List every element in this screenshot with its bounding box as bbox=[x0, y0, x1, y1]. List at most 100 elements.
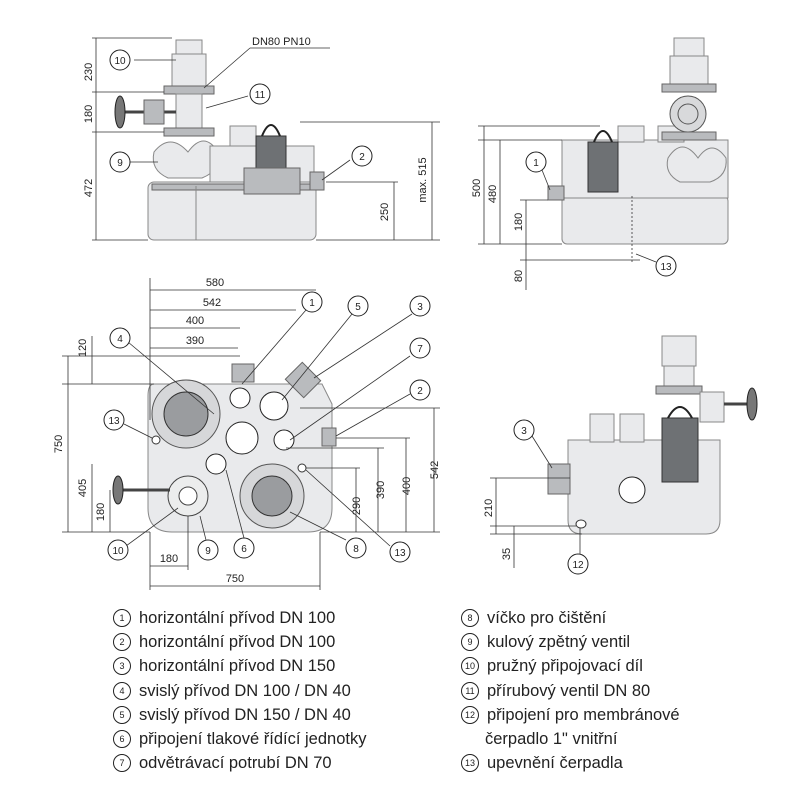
callout-13-plan bbox=[389, 541, 411, 563]
callout-12 bbox=[567, 553, 589, 575]
legend-item: 13 upevnění čerpadla bbox=[461, 751, 680, 775]
legend-text: připojení tlakové řídící jednotky bbox=[139, 729, 367, 748]
inlet-3-side2 bbox=[547, 463, 571, 495]
legend-item: 3 horizontální přívod DN 150 bbox=[113, 654, 366, 678]
legend-text: horizontální přívod DN 150 bbox=[139, 657, 336, 676]
callout-2-front bbox=[351, 145, 373, 167]
legend-number bbox=[461, 731, 477, 747]
callout-3 bbox=[409, 295, 431, 317]
callout-2-plan-label: 2 bbox=[417, 386, 423, 397]
dim-750-v: 750 bbox=[53, 435, 65, 453]
dim-750-h: 750 bbox=[226, 573, 244, 585]
side-view-bottom: 210 35 3 12 bbox=[483, 335, 758, 575]
front-view: 230 180 472 250 max. 515 DN80 PN10 10 11… bbox=[83, 36, 440, 241]
port-1 bbox=[229, 387, 251, 409]
callout-1-plan bbox=[301, 291, 323, 313]
legend-text: horizontální přívod DN 100 bbox=[139, 633, 336, 652]
callout-8-label: 8 bbox=[353, 544, 359, 555]
legend-number: 7 bbox=[113, 754, 131, 773]
dim-390: 390 bbox=[186, 335, 204, 347]
legend-text: kulový zpětný ventil bbox=[487, 633, 631, 652]
callout-10 bbox=[109, 49, 131, 71]
callout-9-plan bbox=[197, 539, 219, 561]
plan-view: 580 542 400 390 120 750 405 180 290 390 … bbox=[53, 277, 441, 590]
side-view-top: 500 480 180 80 1 13 bbox=[471, 37, 729, 290]
valve-bonnet bbox=[143, 99, 165, 125]
inlet-3-stub bbox=[284, 361, 322, 399]
inlet-2-stub bbox=[321, 427, 337, 447]
flange-valve-side2 bbox=[699, 391, 725, 423]
ball-check-valve bbox=[152, 140, 220, 179]
legend-item: 8 víčko pro čištění bbox=[461, 606, 680, 630]
dim-80: 80 bbox=[513, 270, 525, 282]
label-dn80-pn10: DN80 PN10 bbox=[252, 36, 311, 48]
flange-valve-body bbox=[175, 93, 203, 131]
dim-250: 250 bbox=[379, 203, 391, 221]
dim-542-v: 542 bbox=[429, 461, 441, 479]
legend-text: připojení pro membránové bbox=[487, 705, 680, 724]
port-5 bbox=[259, 391, 289, 421]
tank-body-side bbox=[561, 195, 729, 245]
callout-2-front-label: 2 bbox=[359, 152, 365, 163]
callout-3-side2 bbox=[513, 419, 535, 441]
flange-lower bbox=[163, 127, 215, 137]
callout-13-plan-label: 13 bbox=[394, 548, 406, 559]
handwheel-icon bbox=[114, 95, 126, 129]
pipe-upper bbox=[171, 53, 207, 89]
pump-motor-side bbox=[587, 141, 619, 193]
dim-180-plan: 180 bbox=[95, 503, 107, 521]
callout-11-label: 11 bbox=[255, 90, 266, 101]
dim-472: 472 bbox=[83, 179, 95, 197]
port-6 bbox=[205, 453, 227, 475]
legend-text: svislý přívod DN 100 / DN 40 bbox=[139, 681, 351, 700]
callout-13-side bbox=[655, 255, 677, 277]
dim-230: 230 bbox=[83, 63, 95, 81]
callout-6 bbox=[233, 537, 255, 559]
callout-8 bbox=[345, 537, 367, 559]
callout-11 bbox=[249, 83, 271, 105]
callout-4-label: 4 bbox=[117, 334, 123, 345]
legend-number: 6 bbox=[113, 730, 131, 749]
legend-text: odvětrávací potrubí DN 70 bbox=[139, 754, 332, 773]
dim-180-side: 180 bbox=[513, 213, 525, 231]
port-cleaning bbox=[225, 421, 259, 455]
valve-wheel-front bbox=[669, 95, 707, 133]
callout-9-plan-label: 9 bbox=[205, 546, 211, 557]
pump-handle bbox=[261, 124, 281, 137]
callout-2-plan bbox=[409, 379, 431, 401]
legend-number: 8 bbox=[461, 609, 479, 628]
callout-3-side2-label: 3 bbox=[521, 426, 527, 437]
callout-13-side-label: 13 bbox=[660, 262, 672, 273]
flex-connector bbox=[175, 39, 203, 55]
legend-number: 13 bbox=[461, 754, 479, 773]
legend-number: 11 bbox=[461, 681, 479, 700]
callout-13-plan-left-label: 13 bbox=[108, 416, 120, 427]
callout-5-label: 5 bbox=[355, 302, 361, 313]
cleaning-port-side2 bbox=[618, 476, 646, 504]
legend-text: upevnění čerpadla bbox=[487, 754, 623, 773]
dim-290: 290 bbox=[351, 497, 363, 515]
legend-text: přírubový ventil DN 80 bbox=[487, 681, 651, 700]
legend-number: 10 bbox=[461, 657, 479, 676]
callout-12-label: 12 bbox=[572, 560, 584, 571]
membrane-pump-port bbox=[575, 519, 587, 529]
flange-upper bbox=[163, 85, 215, 95]
legend-number: 1 bbox=[113, 609, 131, 628]
legend-text: víčko pro čištění bbox=[487, 609, 607, 627]
dim-542: 542 bbox=[203, 297, 221, 309]
legend-number: 4 bbox=[113, 681, 131, 700]
dim-480: 480 bbox=[487, 185, 499, 203]
callout-1-side-label: 1 bbox=[533, 158, 539, 169]
handwheel-plan-icon bbox=[112, 475, 124, 505]
callout-10-plan bbox=[107, 539, 129, 561]
callout-9-label: 9 bbox=[117, 158, 123, 169]
callout-13-plan-left bbox=[103, 409, 125, 431]
legend-number: 3 bbox=[113, 657, 131, 676]
